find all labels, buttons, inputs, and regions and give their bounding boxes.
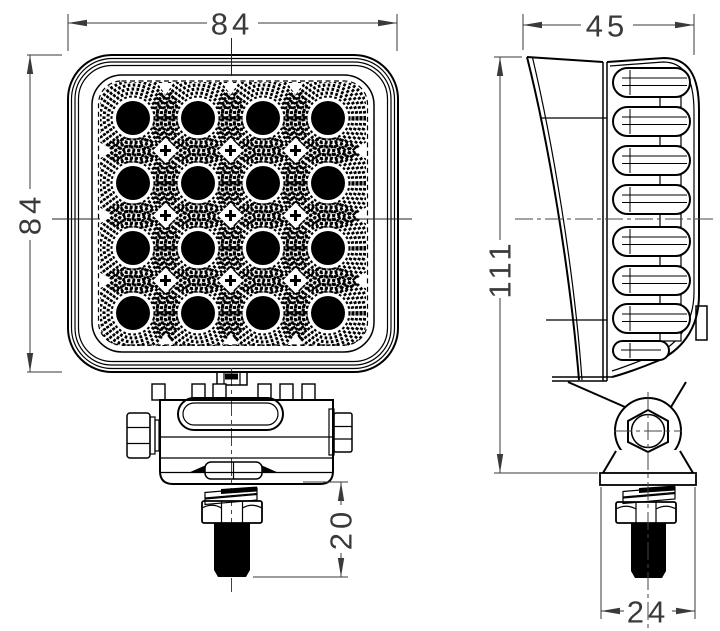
clamp-wing-right [262, 465, 279, 473]
bracket-teeth [151, 383, 316, 401]
front-centerline-ticks [52, 38, 412, 220]
dimension-front-width: 84 [67, 7, 398, 51]
side-nut-right [328, 408, 353, 456]
dimension-foot-width: 24 [600, 487, 696, 630]
dim-stud-length-label: 20 [324, 508, 359, 550]
dim-side-height-label: 111 [483, 239, 518, 298]
dimension-side-height: 111 [483, 56, 598, 474]
housing-bottom-tab [216, 371, 248, 386]
mounting-bracket-front [126, 397, 353, 485]
dim-front-width-label: 84 [211, 7, 253, 42]
clamp-wing-left [188, 465, 205, 473]
front-view [52, 38, 412, 592]
dimension-front-height: 84 [13, 54, 62, 373]
hex-nut-side [615, 501, 677, 524]
dimension-stud-length: 20 [253, 481, 359, 578]
threaded-stud-front [214, 523, 250, 577]
side-fastener-stack [615, 485, 677, 578]
bracket-window [177, 397, 284, 431]
dim-foot-width-label: 24 [627, 595, 669, 630]
dim-front-height-label: 84 [13, 193, 48, 235]
front-fastener-stack [201, 486, 263, 577]
dim-side-depth-label: 45 [586, 9, 628, 44]
lens-dashed-border [97, 80, 369, 346]
side-knob-left [126, 412, 160, 459]
heatsink-fins [612, 67, 691, 361]
mounting-bracket-side [567, 381, 698, 486]
led-reflector-grid [100, 82, 366, 346]
side-body-profile [526, 56, 612, 382]
side-view [515, 56, 713, 628]
spring-washer [204, 486, 258, 506]
spring-washer [622, 485, 676, 505]
dimension-side-depth: 45 [522, 9, 695, 55]
rear-connector-box [695, 305, 708, 341]
